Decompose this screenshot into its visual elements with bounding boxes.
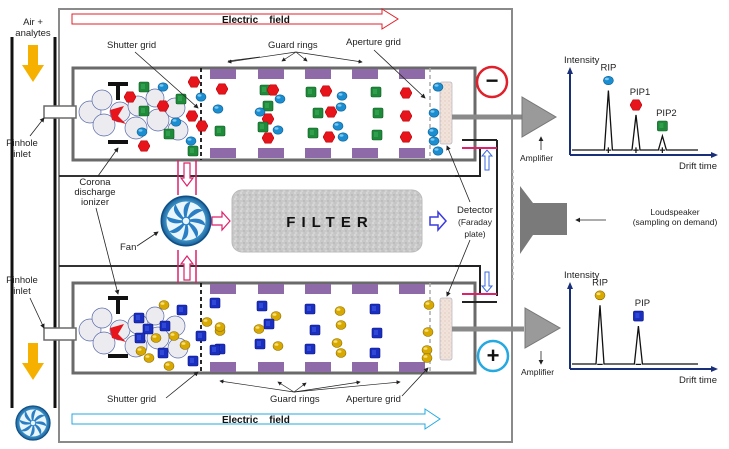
peak-marker-pip2-icon xyxy=(656,120,668,132)
peak-marker-rip-icon xyxy=(602,75,614,86)
polarity-bottom-label: + xyxy=(487,343,500,368)
peak-marker-pip-icon xyxy=(632,310,644,322)
filter-outflow-arrow xyxy=(429,210,448,232)
peak-label-pip2: PIP2 xyxy=(656,108,677,119)
loudspeaker-icon xyxy=(520,186,567,254)
peak-polarity-marker: + xyxy=(605,145,611,157)
drift-tube-negative xyxy=(71,66,477,162)
peak-polarity-marker: + xyxy=(633,145,639,157)
corona-label-1: Corona xyxy=(79,177,111,188)
air-analytes-label-2: analytes xyxy=(15,28,51,39)
corona-label-3: ionizer xyxy=(81,197,109,208)
pinhole-inlet-bottom-label-2: inlet xyxy=(13,286,31,297)
peak-marker-pip1-icon xyxy=(630,99,642,111)
x-axis-arrow-icon xyxy=(711,366,718,372)
shutter-grid-top-label: Shutter grid xyxy=(107,40,156,51)
y-axis-label: Intensity xyxy=(564,55,600,66)
peak-label-pip1: PIP1 xyxy=(630,87,651,98)
electric-field-arrow-bottom: Electric field xyxy=(71,408,441,430)
drift-tube-positive xyxy=(71,281,477,375)
peak-polarity-marker: − xyxy=(597,359,603,371)
electric-field-arrow-top: Electric field xyxy=(71,8,399,30)
detector-label-2: (Faraday xyxy=(458,217,493,227)
x-axis-arrow-icon xyxy=(711,152,718,158)
pinhole-inlet-bottom-label-1: Pinhole xyxy=(6,275,38,286)
pinhole-inlet-bottom xyxy=(43,327,77,341)
amplifier-bottom-label: Amplifier xyxy=(521,367,554,377)
faraday-plate-bottom xyxy=(439,297,453,361)
corona-ionizer-bottom xyxy=(78,296,189,359)
peak-label-rip: RIP xyxy=(600,63,616,74)
peak-label-pip: PIP xyxy=(635,298,650,309)
inflow-arrow-icon xyxy=(22,45,44,82)
filter-box xyxy=(231,189,423,253)
amplifier-top-label: Amplifier xyxy=(520,153,553,163)
fan-label: Fan xyxy=(120,242,136,253)
return-flow-arrows xyxy=(480,149,494,293)
amplifier-bottom-icon xyxy=(524,307,562,349)
spectrum-trace xyxy=(572,305,698,365)
amplifier-top-icon xyxy=(521,96,557,138)
guard-rings-bottom-label: Guard rings xyxy=(270,394,320,405)
guard-rings-top xyxy=(210,69,425,158)
detector-label-3: plate) xyxy=(464,229,485,239)
pinhole-inlet-top xyxy=(43,105,77,119)
exhaust-fan-icon xyxy=(15,405,51,441)
y-axis-arrow-icon xyxy=(567,282,573,289)
y-axis-arrow-icon xyxy=(567,67,573,74)
electric-field-label-bottom: Electric field xyxy=(222,415,290,426)
x-axis-label: Drift time xyxy=(679,375,717,386)
pinhole-inlet-top-label-1: Pinhole xyxy=(6,138,38,149)
air-analytes-label-1: Air + xyxy=(23,17,43,28)
faraday-plate-top xyxy=(439,81,453,145)
detector-label-1: Detector xyxy=(457,205,493,216)
loudspeaker-label-1: Loudspeaker xyxy=(650,207,699,217)
housing-frame xyxy=(58,8,513,443)
spectrum-trace xyxy=(572,90,698,151)
filter-label: FILTER xyxy=(286,214,373,231)
shutter-grid-bottom-label: Shutter grid xyxy=(107,394,156,405)
positive-polarity-icon: + xyxy=(476,339,510,373)
peak-polarity-marker: − xyxy=(635,359,641,371)
aperture-grid-top-label: Aperture grid xyxy=(346,37,401,48)
electric-field-label-top: Electric field xyxy=(222,15,290,26)
fan-flow-arrows xyxy=(177,160,231,283)
y-axis-label: Intensity xyxy=(564,270,600,281)
aperture-grid-bottom-label: Aperture grid xyxy=(346,394,401,405)
peak-marker-rip-icon xyxy=(594,290,606,301)
peak-polarity-marker: + xyxy=(659,145,665,157)
outflow-arrow-icon xyxy=(22,343,44,380)
guard-rings-top-label: Guard rings xyxy=(268,40,318,51)
negative-polarity-icon: − xyxy=(475,65,509,99)
pinhole-inlet-top-label-2: inlet xyxy=(13,149,31,160)
loudspeaker-label-2: (sampling on demand) xyxy=(633,217,718,227)
guard-rings-bottom xyxy=(210,284,425,372)
fan-icon xyxy=(160,195,212,247)
x-axis-label: Drift time xyxy=(679,161,717,172)
corona-label-2: discharge xyxy=(74,187,115,198)
peak-label-rip: RIP xyxy=(592,277,608,288)
polarity-top-label: − xyxy=(486,68,499,93)
